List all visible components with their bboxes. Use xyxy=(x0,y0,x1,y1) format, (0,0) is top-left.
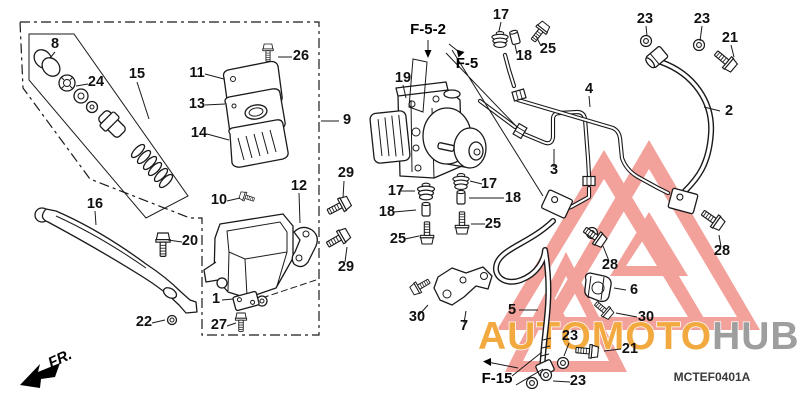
watermark-triangle-lower xyxy=(505,252,627,372)
sealing-washer xyxy=(539,368,553,382)
collar-left xyxy=(421,201,431,217)
rubber-mount-top xyxy=(491,30,509,48)
part-label-17: 17 xyxy=(481,176,497,192)
part-label-16: 16 xyxy=(87,196,103,212)
part-label-20: 20 xyxy=(182,233,198,249)
screw-10 xyxy=(238,190,256,205)
part-label-4: 4 xyxy=(585,81,593,97)
part-label-18: 18 xyxy=(516,48,532,64)
ref-label-f52: F-5-2 xyxy=(410,21,446,38)
leader-lines xyxy=(49,21,735,383)
lever-pivot-nut xyxy=(166,314,178,326)
assembly-boundary xyxy=(19,21,320,336)
part-label-21: 21 xyxy=(722,30,738,46)
flare-nut xyxy=(511,88,527,102)
abs-modulator xyxy=(369,81,487,179)
watermark-triangle-inner xyxy=(610,212,688,276)
bolt-21-top xyxy=(710,46,740,75)
ref-label-f5: F-5 xyxy=(456,55,479,72)
rubber-mount-left xyxy=(416,182,436,201)
spring xyxy=(130,143,174,189)
part-label-12: 12 xyxy=(291,178,307,194)
hose-clamp xyxy=(584,272,612,303)
part-label-22: 22 xyxy=(136,314,152,330)
piston-kit-box xyxy=(28,33,189,219)
part-label-23: 23 xyxy=(694,11,710,27)
part-label-10: 10 xyxy=(211,192,227,208)
part-label-25: 25 xyxy=(485,216,501,232)
part-label-14: 14 xyxy=(191,125,207,141)
diagram-code: MCTEF0401A xyxy=(674,370,751,384)
bolt-28-right xyxy=(698,206,727,233)
fr-direction-arrow xyxy=(20,363,60,388)
part-label-23: 23 xyxy=(570,373,586,389)
part-label-27: 27 xyxy=(211,317,227,333)
part-label-1: 1 xyxy=(212,291,220,307)
part-label-18: 18 xyxy=(379,204,395,220)
part-label-13: 13 xyxy=(189,96,205,112)
brake-hose-2 xyxy=(645,46,715,194)
part-label-25: 25 xyxy=(540,41,556,57)
part-label-19: 19 xyxy=(395,70,411,86)
sealing-washer xyxy=(525,376,539,390)
rubber-mount-right xyxy=(452,172,470,190)
part-label-9: 9 xyxy=(343,112,351,128)
brake-light-switch xyxy=(232,290,260,312)
hose-joint-block-right xyxy=(667,187,699,215)
collar-top xyxy=(508,29,522,46)
lever-clamp xyxy=(291,226,318,268)
part-label-17: 17 xyxy=(493,7,509,23)
collar-right xyxy=(456,189,466,205)
watermark-brand-right: HUB xyxy=(712,315,800,358)
part-label-18: 18 xyxy=(505,190,521,206)
brake-lever xyxy=(34,207,198,314)
bolt-30-left xyxy=(408,275,433,297)
hose-stay-bracket xyxy=(433,266,493,306)
screw-26 xyxy=(262,43,274,62)
part-label-11: 11 xyxy=(189,65,204,81)
watermark-triangle-left xyxy=(497,150,711,330)
bolt-29-upper xyxy=(324,194,353,219)
part-label-6: 6 xyxy=(630,282,638,298)
watermark-logo: AUTOMOTOHUB xyxy=(477,140,800,372)
ref-f5-arrow xyxy=(445,43,544,197)
part-label-2: 2 xyxy=(725,103,733,119)
ref-f15-arrow xyxy=(483,351,544,386)
part-label-23: 23 xyxy=(637,11,653,27)
sealing-washer xyxy=(556,356,570,370)
sealing-washer xyxy=(692,38,706,52)
part-label-28: 28 xyxy=(714,243,730,259)
bolt-25-left xyxy=(419,221,435,245)
part-label-30: 30 xyxy=(409,309,425,325)
part-label-28: 28 xyxy=(602,257,618,273)
flare-nut xyxy=(582,175,596,187)
screw-27 xyxy=(234,312,248,332)
ref-f52-arrow xyxy=(408,40,432,113)
bolt-20 xyxy=(155,232,171,257)
part-label-29: 29 xyxy=(338,259,354,275)
part-label-24: 24 xyxy=(88,74,104,90)
part-label-3: 3 xyxy=(550,162,558,178)
piston-kit xyxy=(33,49,174,189)
part-label-8: 8 xyxy=(51,36,59,52)
part-label-23: 23 xyxy=(562,328,578,344)
part-label-7: 7 xyxy=(460,318,468,334)
fr-label: FR. xyxy=(46,346,75,372)
part-label-25: 25 xyxy=(390,231,406,247)
part-label-29: 29 xyxy=(338,165,354,181)
bolt-25-right xyxy=(454,211,470,235)
part-label-21: 21 xyxy=(622,341,638,357)
master-cylinder-body xyxy=(203,213,294,307)
ref-label-f15: F-15 xyxy=(482,370,513,387)
part-label-30: 30 xyxy=(638,309,654,325)
part-label-15: 15 xyxy=(129,66,145,82)
part-label-26: 26 xyxy=(293,48,309,64)
brake-pipe-4 xyxy=(502,52,671,196)
sealing-washer xyxy=(639,34,653,48)
part-label-17: 17 xyxy=(388,183,404,199)
part-label-5: 5 xyxy=(508,302,516,318)
reservoir-diaphragm xyxy=(228,119,289,168)
